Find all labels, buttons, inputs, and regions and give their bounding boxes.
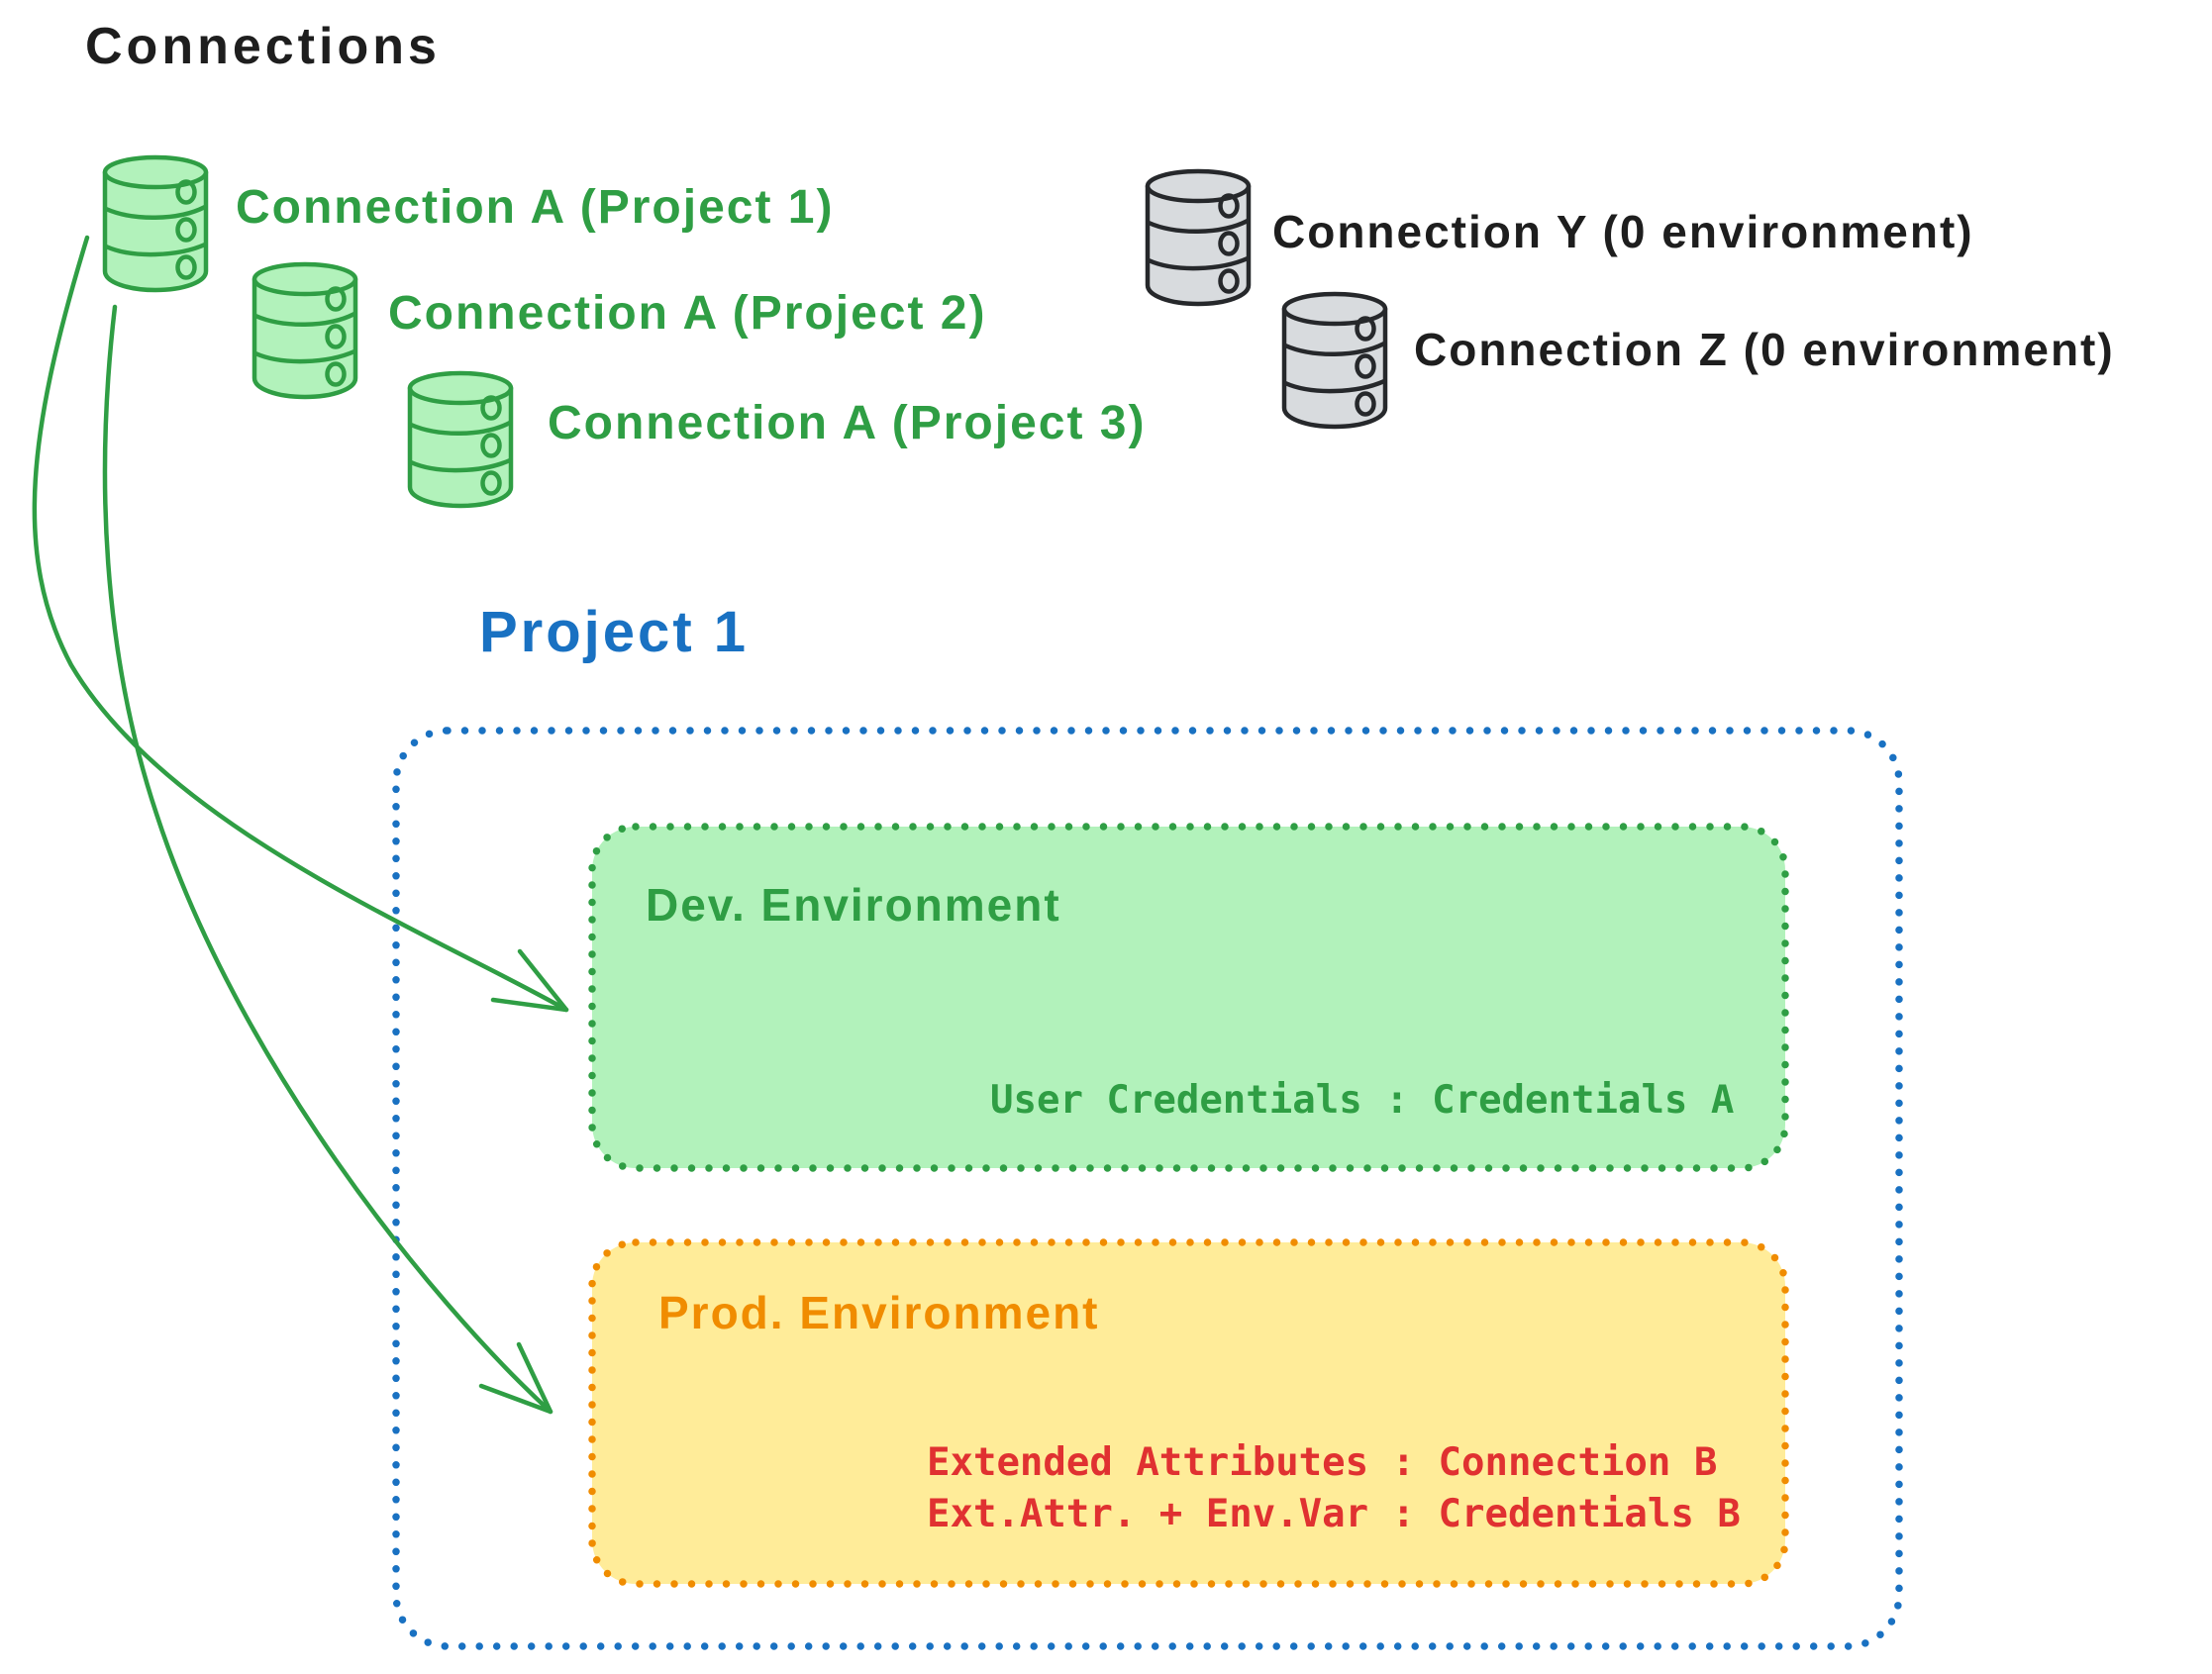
database-icon-connection-a-project-2: [254, 264, 355, 397]
connection-a-project-1-label: Connection A (Project 1): [236, 181, 835, 234]
prod-mapping-ext-attr-env-var: Ext.Attr. + Env.Var : Credentials B: [927, 1492, 1741, 1536]
dev-environment-box: [588, 823, 1789, 1172]
prod-environment-mappings: Extended Attributes : Connection B Ext.A…: [927, 1437, 1741, 1540]
project-1-title: Project 1: [479, 600, 749, 664]
database-icon-connection-a-project-1: [105, 157, 206, 290]
database-icon-connection-z: [1284, 294, 1385, 427]
diagram-title: Connections: [85, 18, 441, 75]
connection-z-label: Connection Z (0 environment): [1414, 324, 2115, 375]
database-icon-connection-a-project-3: [410, 373, 511, 506]
arrow-connection-a-to-dev-environment: [32, 235, 569, 1013]
arrow-connection-a-to-prod-environment: [102, 304, 553, 1415]
prod-environment-title: Prod. Environment: [658, 1287, 1100, 1338]
connection-a-project-2-label: Connection A (Project 2): [388, 287, 987, 340]
connection-y-label: Connection Y (0 environment): [1272, 206, 1974, 257]
dev-environment-credentials-mapping: User Credentials : Credentials A: [990, 1078, 1735, 1123]
project-1-container-box: [392, 727, 1903, 1650]
prod-mapping-extended-attributes: Extended Attributes : Connection B: [927, 1440, 1718, 1485]
prod-environment-box: [588, 1238, 1789, 1588]
dev-environment-title: Dev. Environment: [646, 879, 1061, 931]
database-icon-connection-y: [1148, 171, 1249, 304]
connection-a-project-3-label: Connection A (Project 3): [548, 397, 1147, 449]
